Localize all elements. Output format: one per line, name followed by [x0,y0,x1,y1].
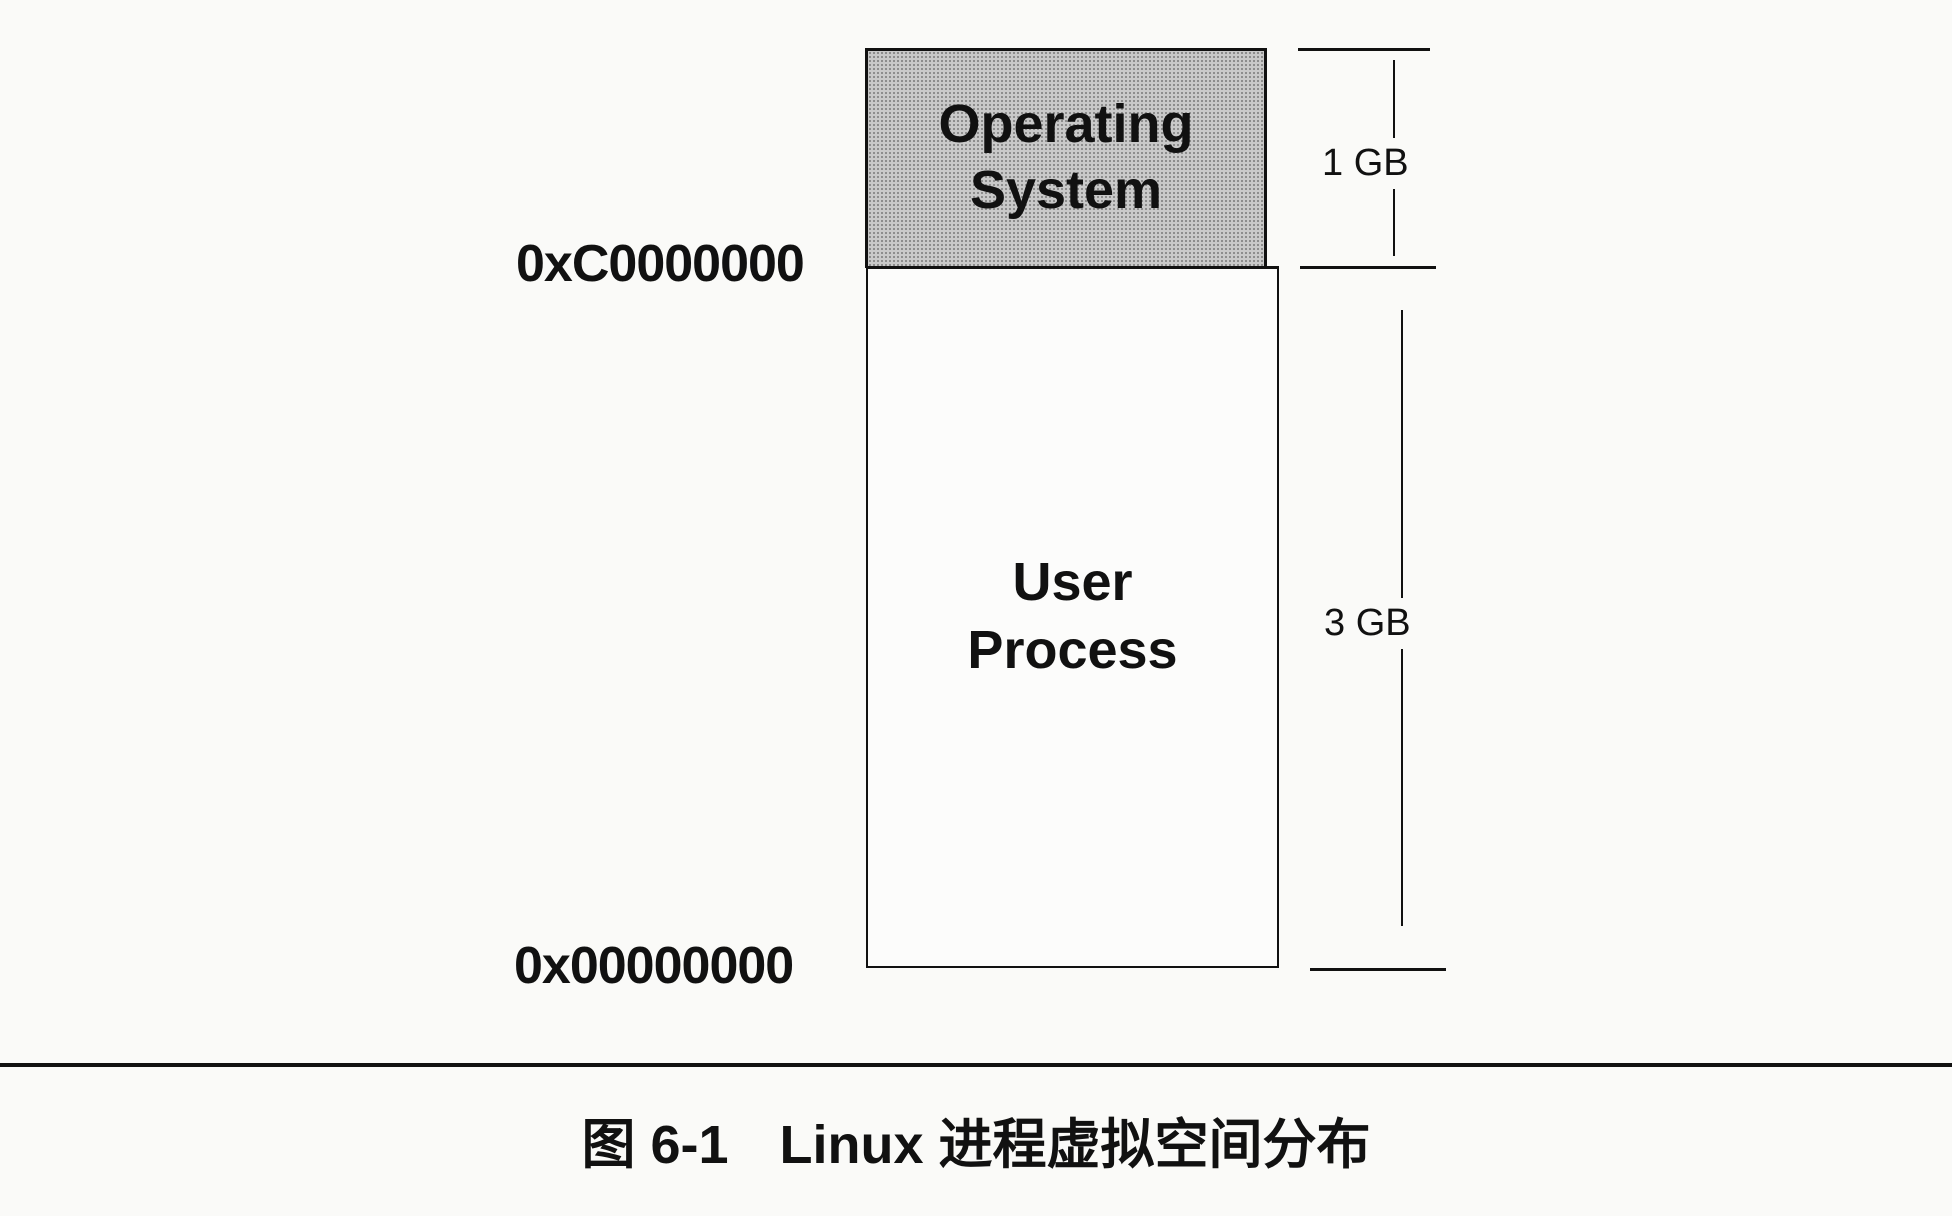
os-label-line2: System [969,160,1163,220]
top-tick [1298,48,1430,51]
os-size-label: 1 GB [1322,138,1409,189]
operating-system-region: Operating System [865,48,1267,268]
figure-title: Linux 进程虚拟空间分布 [779,1115,1371,1175]
address-base: 0x00000000 [514,937,794,995]
caption-rule [0,1063,1952,1067]
user-process-region: User Process [866,266,1279,968]
address-kernel-boundary: 0xC0000000 [516,235,805,293]
bottom-tick [1310,968,1446,971]
user-label-line1: User [1012,552,1133,612]
middle-tick [1300,266,1436,269]
user-label-line2: Process [967,620,1178,680]
user-size-label: 3 GB [1324,598,1411,649]
os-label-line1: Operating [938,94,1194,154]
figure-caption: 图 6-1 Linux 进程虚拟空间分布 [0,1100,1952,1179]
figure-number: 图 6-1 [581,1115,729,1175]
